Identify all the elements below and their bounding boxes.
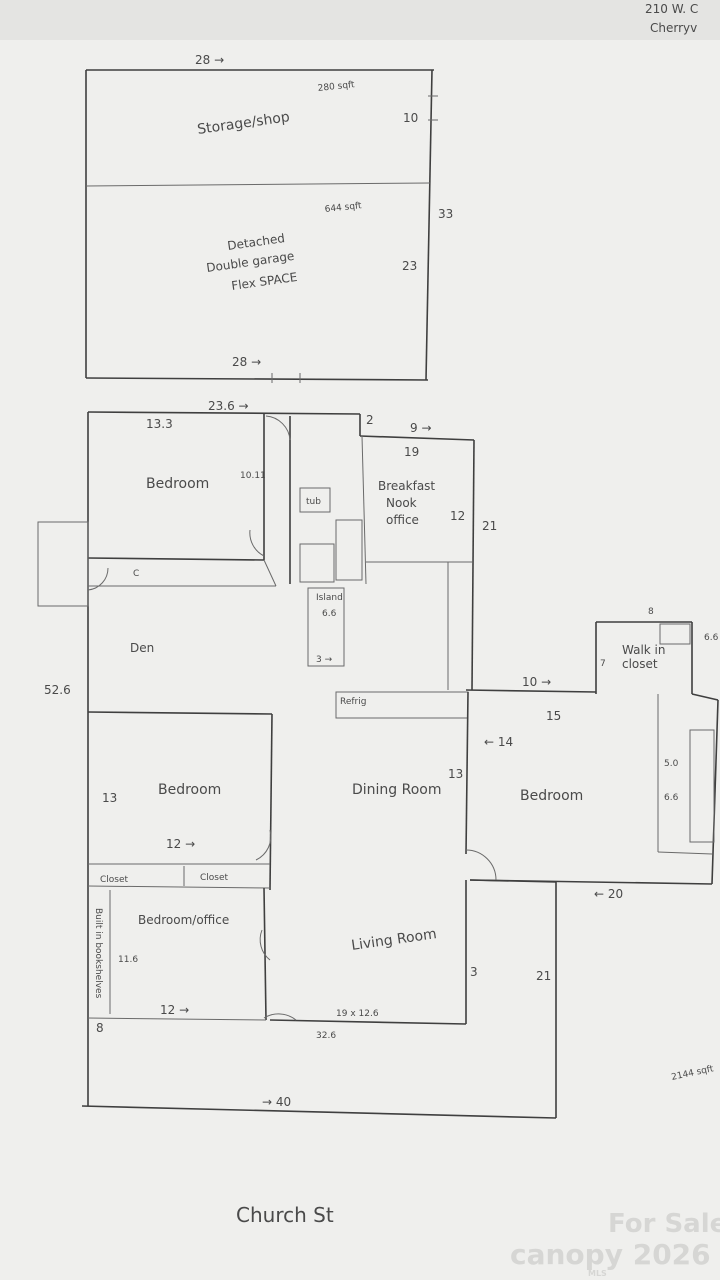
bedroom-top-left-window: 13.3 xyxy=(146,417,173,431)
master-dim-15: 15 xyxy=(546,709,561,723)
house-walls xyxy=(37,411,719,1119)
island-label-line-1: Island xyxy=(316,593,343,603)
bedroom-mid-dim-12: 12 → xyxy=(166,837,195,851)
master-dim-13: 13 xyxy=(448,767,463,781)
den-label: Den xyxy=(130,641,154,655)
breakfast-dim-12: 12 xyxy=(450,509,465,523)
walkin-label-line-1: Walk in xyxy=(622,643,666,657)
breakfast-dim-9: 9 → xyxy=(410,421,432,435)
address-line-2: Cherryv xyxy=(650,21,697,35)
breakfast-label-line-2: Nook xyxy=(386,496,417,510)
watermark-for-sale: For Sale xyxy=(608,1209,720,1239)
living-dim-19x126: 19 x 12.6 xyxy=(336,1009,379,1019)
living-dim-326: 32.6 xyxy=(316,1031,336,1041)
office-dim-12: 12 → xyxy=(160,1003,189,1017)
walkin-dim-8: 8 xyxy=(648,607,654,617)
bedroom-top-left-label: Bedroom xyxy=(146,476,209,492)
master-dim-10: 10 → xyxy=(522,675,551,689)
bedroom-mid-dim-13: 13 xyxy=(102,791,117,805)
closet-left-label: Closet xyxy=(100,875,129,885)
master-dim-20: ← 20 xyxy=(594,887,623,901)
office-dim-116: 11.6 xyxy=(118,955,138,965)
office-dim-8: 8 xyxy=(96,1021,104,1035)
master-bedroom-label: Bedroom xyxy=(520,788,583,804)
garage-dim-top: 28 → xyxy=(195,53,224,67)
dim-2: 2 xyxy=(366,413,374,427)
garage-dim-23: 23 xyxy=(402,259,417,273)
den-dim: 52.6 xyxy=(44,683,71,697)
living-dim-3: 3 xyxy=(470,965,478,979)
storage-sqft: 280 sqft xyxy=(317,80,355,94)
office-builtin-label: Built in bookshelves xyxy=(93,908,103,999)
master-dim-66: 6.6 xyxy=(664,793,679,803)
closet-c-label: C xyxy=(133,569,139,579)
breakfast-dim-21: 21 xyxy=(482,519,497,533)
detached-garage xyxy=(85,69,438,383)
garage-dim-bottom: 28 → xyxy=(232,355,261,369)
garage-dim-10: 10 xyxy=(403,111,418,125)
office-label: Bedroom/office xyxy=(138,913,229,927)
street-label: Church St xyxy=(236,1203,334,1227)
bedroom-top-left-depth: 10.11 xyxy=(240,471,266,481)
master-dim-5: 5.0 xyxy=(664,759,679,769)
walkin-dim-66: 6.6 xyxy=(704,633,719,643)
watermark-canopy: canopy 2026 xyxy=(510,1238,711,1271)
dining-room-label: Dining Room xyxy=(352,782,442,798)
tub-label: tub xyxy=(306,497,321,507)
master-dim-14: ← 14 xyxy=(484,735,513,749)
address-line-1: 210 W. C xyxy=(645,2,698,16)
bedroom-top-left-width: 23.6 → xyxy=(208,399,249,413)
breakfast-label-line-3: office xyxy=(386,513,419,527)
garage-dim-33: 33 xyxy=(438,207,453,221)
walkin-dim-7: 7 xyxy=(600,659,606,669)
island-label-line-2: 6.6 xyxy=(322,609,337,619)
living-dim-21: 21 xyxy=(536,969,551,983)
dim-40: → 40 xyxy=(262,1095,291,1109)
garage-sqft: 644 sqft xyxy=(324,201,362,215)
closet-right-label: Closet xyxy=(200,873,229,883)
breakfast-dim-19: 19 xyxy=(404,445,419,459)
bedroom-mid-left-label: Bedroom xyxy=(158,782,221,798)
breakfast-label-line-1: Breakfast xyxy=(378,479,435,493)
island-dim-3: 3 → xyxy=(316,655,333,665)
door-swings xyxy=(87,415,497,1021)
refrig-label: Refrig xyxy=(340,697,366,707)
watermark-mls: MLS xyxy=(588,1269,607,1278)
walkin-label-line-2: closet xyxy=(622,657,658,671)
